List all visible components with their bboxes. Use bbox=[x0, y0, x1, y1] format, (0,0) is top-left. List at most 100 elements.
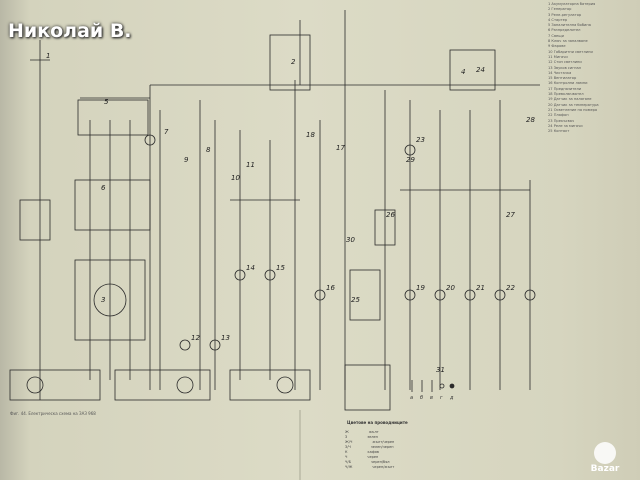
component-list-item: 23 Прекъсвач bbox=[548, 118, 575, 123]
component-2-fusebox bbox=[269, 34, 311, 91]
component-list-item: 4 Стартер bbox=[548, 17, 568, 22]
wires bbox=[30, 10, 540, 400]
component-number: 5 bbox=[104, 98, 109, 106]
component-26 bbox=[374, 209, 396, 246]
component-number: 20 bbox=[446, 284, 455, 292]
components bbox=[19, 34, 536, 351]
component-number: 11 bbox=[246, 161, 255, 169]
component-number: 25 bbox=[351, 296, 360, 304]
battery bbox=[19, 199, 51, 241]
component-list-item: 2 Генератор bbox=[548, 7, 572, 12]
legend-row: Ч/Ж черен/жълт bbox=[345, 465, 394, 470]
figure-caption: Фиг. 44. Електрическа схема на ЗАЗ 968 bbox=[10, 411, 96, 416]
legend-row: З/Ч зелен/черен bbox=[345, 445, 394, 450]
symbol-label: а bbox=[410, 395, 414, 401]
component-number: 31 bbox=[436, 366, 445, 374]
component-list-item: 19 Датчик за налягане bbox=[548, 97, 592, 102]
component-number: 18 bbox=[306, 131, 315, 139]
component-number: 13 bbox=[221, 334, 230, 342]
watermark: Николай В. bbox=[8, 20, 132, 42]
legend-code: Ч/Б bbox=[345, 460, 351, 464]
component-list-item: 8 Ключ за запалване bbox=[548, 39, 588, 44]
component-list-item: 11 Мигачи bbox=[548, 54, 568, 59]
component-list-item: 16 Контролни лампи bbox=[548, 81, 588, 86]
component-list-item: 12 Стоп светлини bbox=[548, 60, 582, 65]
legend-row: Ч/Б черен/бял bbox=[345, 460, 394, 465]
legend-title: Цветове на проводниците bbox=[347, 420, 408, 425]
legend-color: черен/бял bbox=[370, 460, 390, 464]
component-list-item: 18 Превключвател bbox=[548, 92, 584, 97]
component-number: 3 bbox=[101, 296, 106, 304]
component-3-generator bbox=[74, 259, 146, 341]
component-number: 14 bbox=[246, 264, 255, 272]
symbol-label: в bbox=[430, 395, 433, 401]
legend-color: черен/жълт bbox=[372, 465, 395, 469]
component-number: 1 bbox=[46, 52, 51, 60]
legend-color: кафяв bbox=[367, 450, 379, 454]
legend-color: жълт bbox=[368, 430, 379, 434]
component-list-item: 24 Реле за мигачи bbox=[548, 123, 583, 128]
component-24-relay bbox=[449, 49, 496, 91]
component-number: 22 bbox=[506, 284, 515, 292]
symbol-label: г bbox=[440, 395, 443, 401]
component-list-item: 3 Реле-регулатор bbox=[548, 12, 582, 17]
component-number: 12 bbox=[191, 334, 200, 342]
component-list-item: 13 Звуков сигнал bbox=[548, 65, 581, 70]
component-list-item: 14 Чистачка bbox=[548, 70, 572, 75]
component-number: 2 bbox=[291, 58, 296, 66]
component-list-item: 20 Датчик за температура bbox=[548, 102, 599, 107]
component-number: 15 bbox=[276, 264, 285, 272]
component-number: 19 bbox=[416, 284, 425, 292]
component-number: 7 bbox=[164, 128, 169, 136]
component-number: 10 bbox=[231, 174, 240, 182]
component-number: 6 bbox=[101, 184, 106, 192]
symbol-label: б bbox=[420, 395, 424, 401]
component-list-item: 5 Запалителна бобина bbox=[548, 23, 591, 28]
legend-color: жълт/черен bbox=[372, 440, 395, 444]
component-number: 21 bbox=[476, 284, 485, 292]
component-6 bbox=[74, 179, 151, 231]
legend-color: зелен bbox=[367, 435, 378, 439]
component-list-item: 22 Плафон bbox=[548, 113, 569, 118]
legend-code: Ж bbox=[345, 430, 349, 434]
legend-color: зелен/черен bbox=[370, 445, 394, 449]
component-number: 26 bbox=[386, 211, 395, 219]
component-number: 29 bbox=[406, 156, 415, 164]
bazar-logo: Bazar bbox=[591, 442, 620, 474]
legend-code: Ч/Ж bbox=[345, 465, 353, 469]
legend-code: К bbox=[345, 450, 348, 454]
legend-code: Ч bbox=[345, 455, 348, 459]
component-number: 4 bbox=[461, 68, 466, 76]
component-list-item: 9 Фарове bbox=[548, 44, 566, 49]
component-number: 17 bbox=[336, 144, 345, 152]
component-number: 28 bbox=[526, 116, 535, 124]
legend-code: З bbox=[345, 435, 348, 439]
component-list-item: 7 Свещи bbox=[548, 33, 564, 38]
svg-text:Bazar: Bazar bbox=[591, 464, 620, 474]
component-number: 16 bbox=[326, 284, 335, 292]
symbol-label: д bbox=[450, 395, 454, 401]
legend-code: З/Ч bbox=[345, 445, 351, 449]
component-number: 8 bbox=[206, 146, 211, 154]
component-list-item: 10 Габаритни светлини bbox=[548, 49, 593, 54]
component-number: 9 bbox=[184, 156, 189, 164]
component-5 bbox=[77, 99, 149, 136]
component-number: 24 bbox=[476, 66, 485, 74]
component-number: 30 bbox=[346, 236, 355, 244]
component-30 bbox=[349, 269, 381, 321]
component-list-item: 25 Контакт bbox=[548, 129, 570, 134]
legend-color: черен bbox=[367, 455, 379, 459]
component-number: 27 bbox=[506, 211, 515, 219]
symbol-examples bbox=[411, 380, 455, 392]
component-list-item: 1 Акумулаторна батерия bbox=[548, 2, 596, 6]
component-list-item: 21 Осветление на номера bbox=[548, 107, 598, 112]
legend-code: Ж/Ч bbox=[345, 440, 353, 444]
connector-blocks bbox=[9, 364, 391, 411]
